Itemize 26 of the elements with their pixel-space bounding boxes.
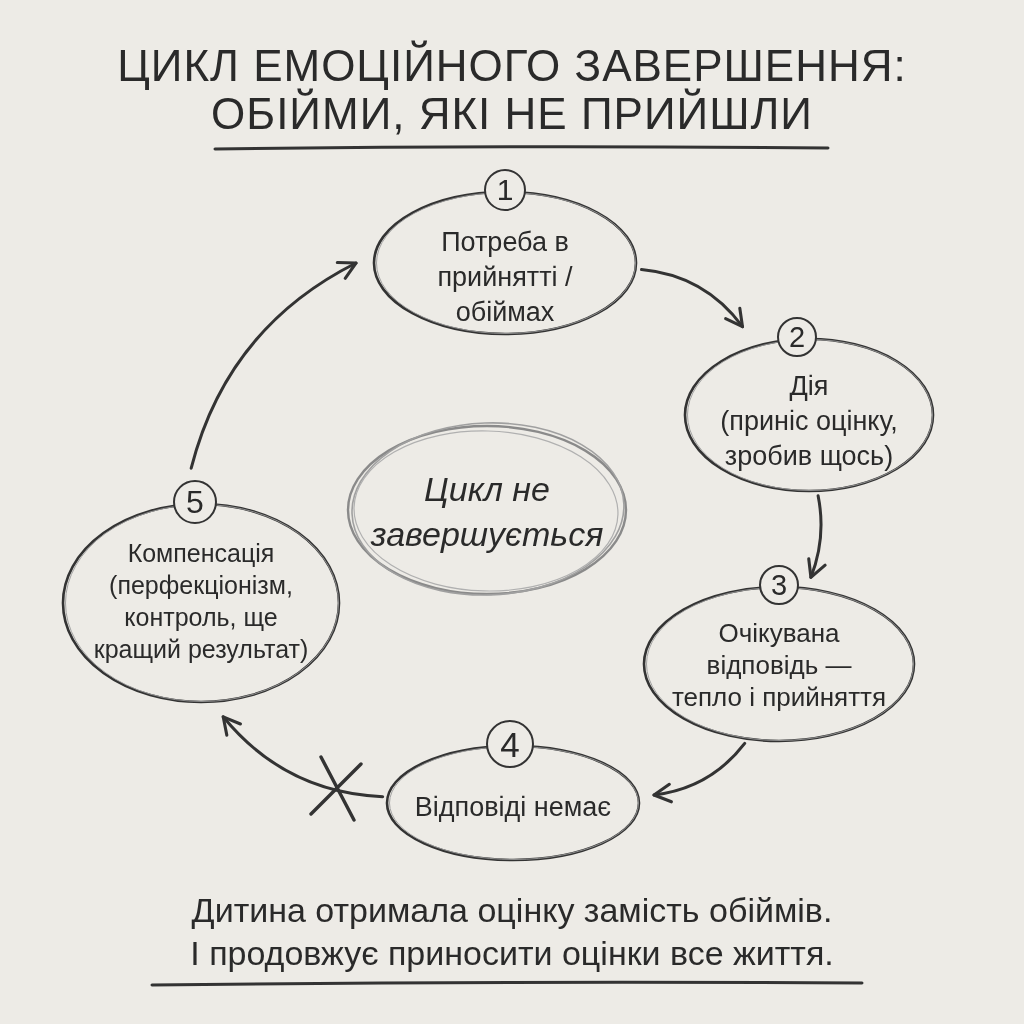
arrow xyxy=(652,741,747,803)
step-ellipse xyxy=(683,317,935,493)
arrow xyxy=(640,268,745,329)
diagram-title: ЦИКЛ ЕМОЦІЙНОГО ЗАВЕРШЕННЯ: ОБІЙМИ, ЯКІ НЕ ПРИЙШЛИ xyxy=(116,42,908,138)
step-number: 5 xyxy=(173,480,217,524)
step-description: (приніс оцінку, зробив щось) xyxy=(719,404,899,473)
step-label: Потреба в прийнятті / обіймах xyxy=(436,225,574,329)
step-label: Очікувана відповідь — тепло і прийняття xyxy=(670,617,888,713)
step-heading: Компенсація xyxy=(127,538,275,569)
step-number: 3 xyxy=(759,565,799,605)
arrow xyxy=(189,261,358,470)
center-label: Цикл не завершується xyxy=(369,469,605,555)
step-ellipse xyxy=(61,480,341,704)
step-number: 4 xyxy=(486,720,534,768)
step-ellipse xyxy=(372,169,638,336)
caption-text: Дитина отримала оцінку замість обіймів. І продовжує приносити оцінки все життя. xyxy=(189,890,835,974)
step-number: 2 xyxy=(777,317,817,357)
step-label: Відповіді немає xyxy=(414,790,612,824)
step-heading: Дія xyxy=(789,369,829,403)
step-ellipse xyxy=(642,565,916,743)
center-ellipse xyxy=(345,422,629,598)
step-description: (перфекціонізм, контроль, ще кращий результат) xyxy=(92,570,310,665)
step-number: 1 xyxy=(484,169,526,211)
arrow xyxy=(221,715,385,799)
arrow xyxy=(806,494,827,579)
step-ellipse xyxy=(385,720,641,862)
